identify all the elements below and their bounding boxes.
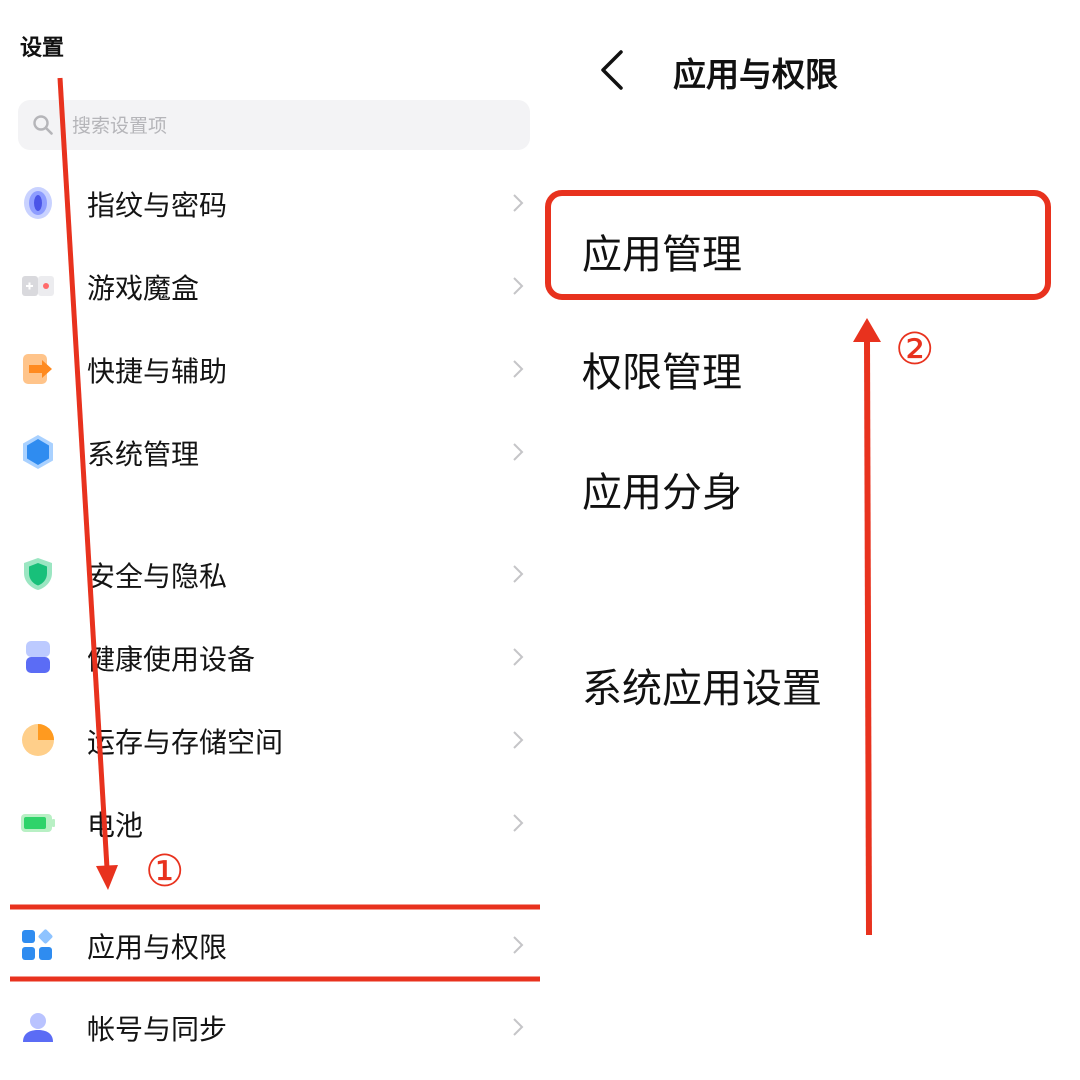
settings-item-security-privacy[interactable]: 安全与隐私 (0, 539, 545, 609)
settings-item-system-management[interactable]: 系统管理 (0, 417, 545, 487)
hourglass-icon (26, 641, 50, 673)
settings-item-label: 安全与隐私 (87, 560, 228, 593)
settings-item-shortcut-assist[interactable]: 快捷与辅助 (0, 334, 545, 404)
chevron-right-icon (513, 194, 524, 212)
back-arrow-icon[interactable] (595, 48, 631, 92)
menu-item-system-app-settings[interactable]: 系统应用设置 (582, 666, 822, 712)
chevron-right-icon (513, 443, 524, 461)
settings-item-apps-permissions[interactable]: 应用与权限 (0, 910, 545, 980)
chevron-right-icon (513, 731, 524, 749)
settings-item-healthy-device-use[interactable]: 健康使用设备 (0, 622, 545, 692)
settings-item-memory-storage[interactable]: 运存与存储空间 (0, 705, 545, 775)
settings-item-label: 运存与存储空间 (87, 726, 284, 759)
menu-item-app-management[interactable]: 应用管理 (582, 232, 742, 278)
step-1-marker: ① (145, 846, 185, 897)
account-icon (23, 1013, 53, 1042)
storage-pie-icon (22, 724, 54, 756)
game-box-icon (22, 276, 54, 296)
chevron-right-icon (513, 1018, 524, 1036)
step-2-marker: ② (895, 324, 935, 375)
chevron-right-icon (513, 936, 524, 954)
page-title: 设置 (20, 36, 65, 61)
chevron-right-icon (513, 277, 524, 295)
settings-panel: 设置 指纹与密码 游戏魔盒 快 (0, 36, 545, 1062)
chevron-right-icon (513, 814, 524, 832)
settings-item-battery[interactable]: 电池 (0, 788, 545, 858)
shield-icon (24, 558, 52, 590)
chevron-right-icon (513, 648, 524, 666)
system-management-icon (23, 435, 53, 469)
settings-item-label: 应用与权限 (87, 931, 228, 964)
search-icon (33, 115, 53, 135)
apps-permissions-panel: 应用与权限 应用管理 权限管理 应用分身 系统应用设置 (545, 0, 1080, 1080)
settings-item-label: 指纹与密码 (87, 189, 228, 222)
settings-item-label: 电池 (87, 809, 144, 842)
battery-icon (21, 814, 55, 832)
settings-item-label: 帐号与同步 (87, 1013, 228, 1046)
page-title: 应用与权限 (673, 55, 838, 94)
settings-item-label: 健康使用设备 (87, 643, 256, 676)
menu-item-permission-management[interactable]: 权限管理 (582, 350, 742, 396)
settings-item-fingerprint-password[interactable]: 指纹与密码 (0, 168, 545, 238)
apps-icon (22, 929, 53, 960)
search-input[interactable] (70, 100, 514, 152)
shortcut-icon (23, 354, 52, 384)
settings-item-label: 系统管理 (87, 438, 200, 471)
settings-item-label: 快捷与辅助 (87, 355, 228, 388)
menu-item-app-clone[interactable]: 应用分身 (582, 470, 742, 516)
settings-item-label: 游戏魔盒 (87, 272, 200, 305)
chevron-right-icon (513, 565, 524, 583)
settings-item-account-sync[interactable]: 帐号与同步 (0, 992, 545, 1062)
settings-item-game-box[interactable]: 游戏魔盒 (0, 251, 545, 321)
chevron-right-icon (513, 360, 524, 378)
search-box[interactable] (18, 100, 530, 152)
fingerprint-icon (24, 187, 52, 219)
